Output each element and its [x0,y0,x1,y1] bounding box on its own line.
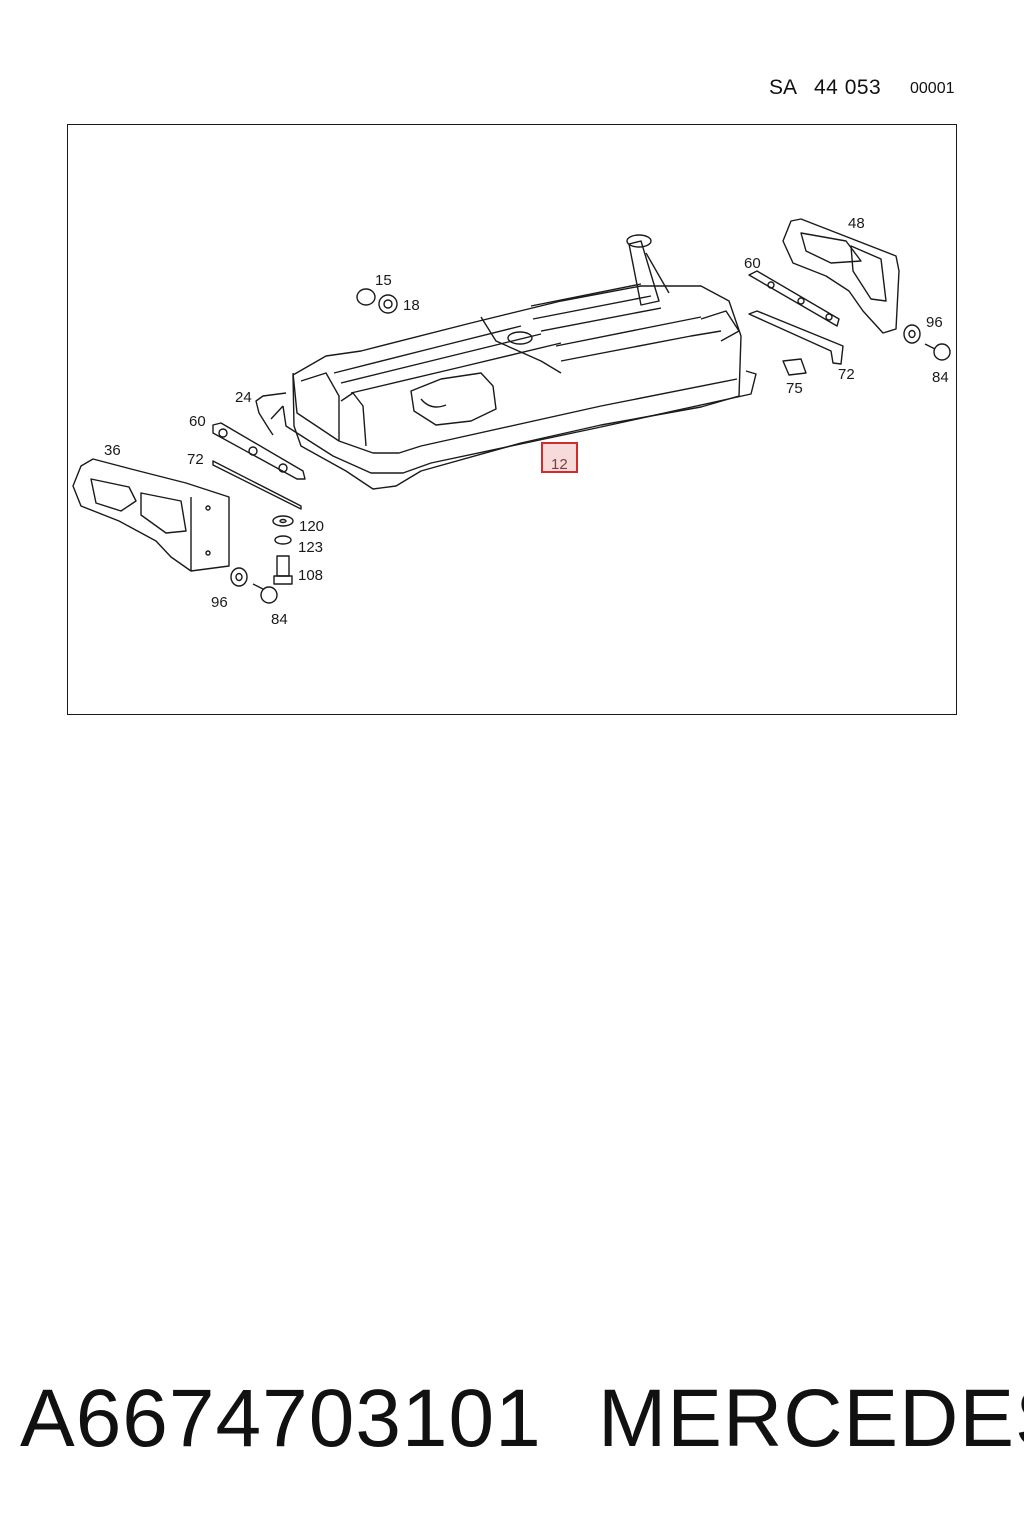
diagram-header: SA 44 053 00001 [0,74,1024,104]
callout-108[interactable]: 108 [298,567,323,584]
callout-72-right[interactable]: 72 [838,366,855,383]
callout-12-highlighted[interactable]: 12 [541,442,578,473]
left-mounting-parts [72,422,306,604]
part-footer: A6674703101 MERCEDES [0,1372,1024,1472]
callout-15[interactable]: 15 [375,272,392,289]
diagram-sheet: 00001 [910,80,955,97]
callout-60-left[interactable]: 60 [189,413,206,430]
callout-12-highlight-box[interactable] [541,442,578,473]
callout-120[interactable]: 120 [299,518,324,535]
callout-24[interactable]: 24 [235,389,252,406]
callout-96-right[interactable]: 96 [926,314,943,331]
callout-18[interactable]: 18 [403,297,420,314]
callout-12[interactable]: 12 [551,456,568,473]
brand-name: MERCEDES [598,1373,1024,1464]
callout-84-left[interactable]: 84 [271,611,288,628]
callout-48[interactable]: 48 [848,215,865,232]
callout-72-left[interactable]: 72 [187,451,204,468]
fuel-tank-drawing [270,234,757,490]
fuel-tank-exploded-view: 15 18 24 60 72 36 120 123 108 96 84 48 6… [72,215,951,628]
callout-84-right[interactable]: 84 [932,369,949,386]
right-mounting-parts [748,218,951,376]
diagram-prefix: SA [769,76,798,99]
callout-36[interactable]: 36 [104,442,121,459]
diagram-number: 44 053 [814,76,882,99]
part-number: A6674703101 [20,1373,542,1464]
callout-123[interactable]: 123 [298,539,323,556]
callout-75[interactable]: 75 [786,380,803,397]
callout-96-left[interactable]: 96 [211,594,228,611]
callout-60-right[interactable]: 60 [744,255,761,272]
plug-parts [356,288,398,314]
parts-diagram-frame: 15 18 24 60 72 36 120 123 108 96 84 48 6… [67,124,957,715]
bracket-24-drawing [255,392,287,436]
